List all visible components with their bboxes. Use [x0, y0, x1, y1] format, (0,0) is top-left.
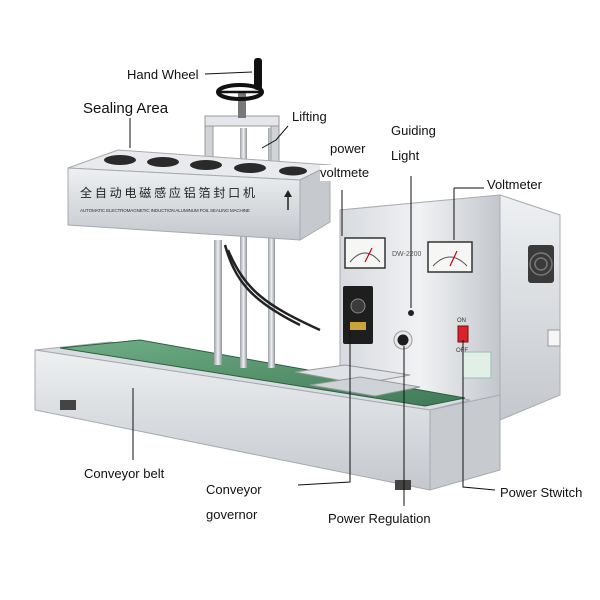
support-column — [214, 128, 321, 368]
power-regulation-knob — [393, 330, 413, 350]
sealing-head-fans — [104, 155, 307, 176]
hand-wheel — [216, 58, 264, 118]
cabinet-sticker — [462, 351, 492, 379]
label-power-switch: Power Stwitch — [500, 485, 583, 501]
callout-line-conveyor-governor — [297, 330, 351, 486]
label-hand-wheel: Hand Wheel — [127, 67, 199, 83]
label-guiding-light-line1: Guiding — [391, 123, 436, 139]
label-conveyor-governor-line2: governor — [206, 507, 258, 523]
switch-off-label: OFF — [456, 348, 468, 354]
label-sealing-area: Sealing Area — [83, 100, 169, 117]
callout-line-hand-wheel — [204, 71, 253, 75]
cabinet-fan — [528, 245, 554, 283]
arrow-head-icon — [284, 190, 292, 197]
conveyor-governor-panel — [343, 286, 373, 344]
power-voltmeter-gauge — [344, 237, 386, 269]
label-conveyor-governor-line1: Conveyor — [206, 482, 262, 498]
foot-right — [395, 480, 411, 490]
voltmeter-gauge — [427, 241, 473, 273]
sealing-head: 全自动电磁感应铝箔封口机 AUTOMATIC ELECTROMAGNETIC I… — [67, 149, 332, 241]
label-guiding-light-line2: Light — [391, 148, 420, 164]
label-power-regulation: Power Regulation — [328, 511, 431, 527]
switch-on-label: ON — [457, 318, 466, 324]
label-power-voltmeter-line1: power — [330, 141, 366, 157]
label-power-voltmeter-line2: voltmete — [320, 165, 370, 181]
label-lifting: Lifting — [292, 109, 327, 125]
guide-rails — [294, 364, 421, 397]
label-conveyor-belt: Conveyor belt — [84, 466, 165, 482]
callout-line-power-switch — [462, 340, 496, 491]
foot-left — [60, 400, 76, 410]
guiding-light-lamp — [408, 310, 414, 316]
callout-lines — [129, 71, 496, 506]
callout-line-lifting — [261, 125, 289, 149]
model-number: DW-2200 — [392, 251, 422, 258]
head-subtitle-en: AUTOMATIC ELECTROMAGNETIC INDUCTION ALUM… — [80, 208, 250, 213]
label-voltmeter: Voltmeter — [487, 177, 542, 193]
